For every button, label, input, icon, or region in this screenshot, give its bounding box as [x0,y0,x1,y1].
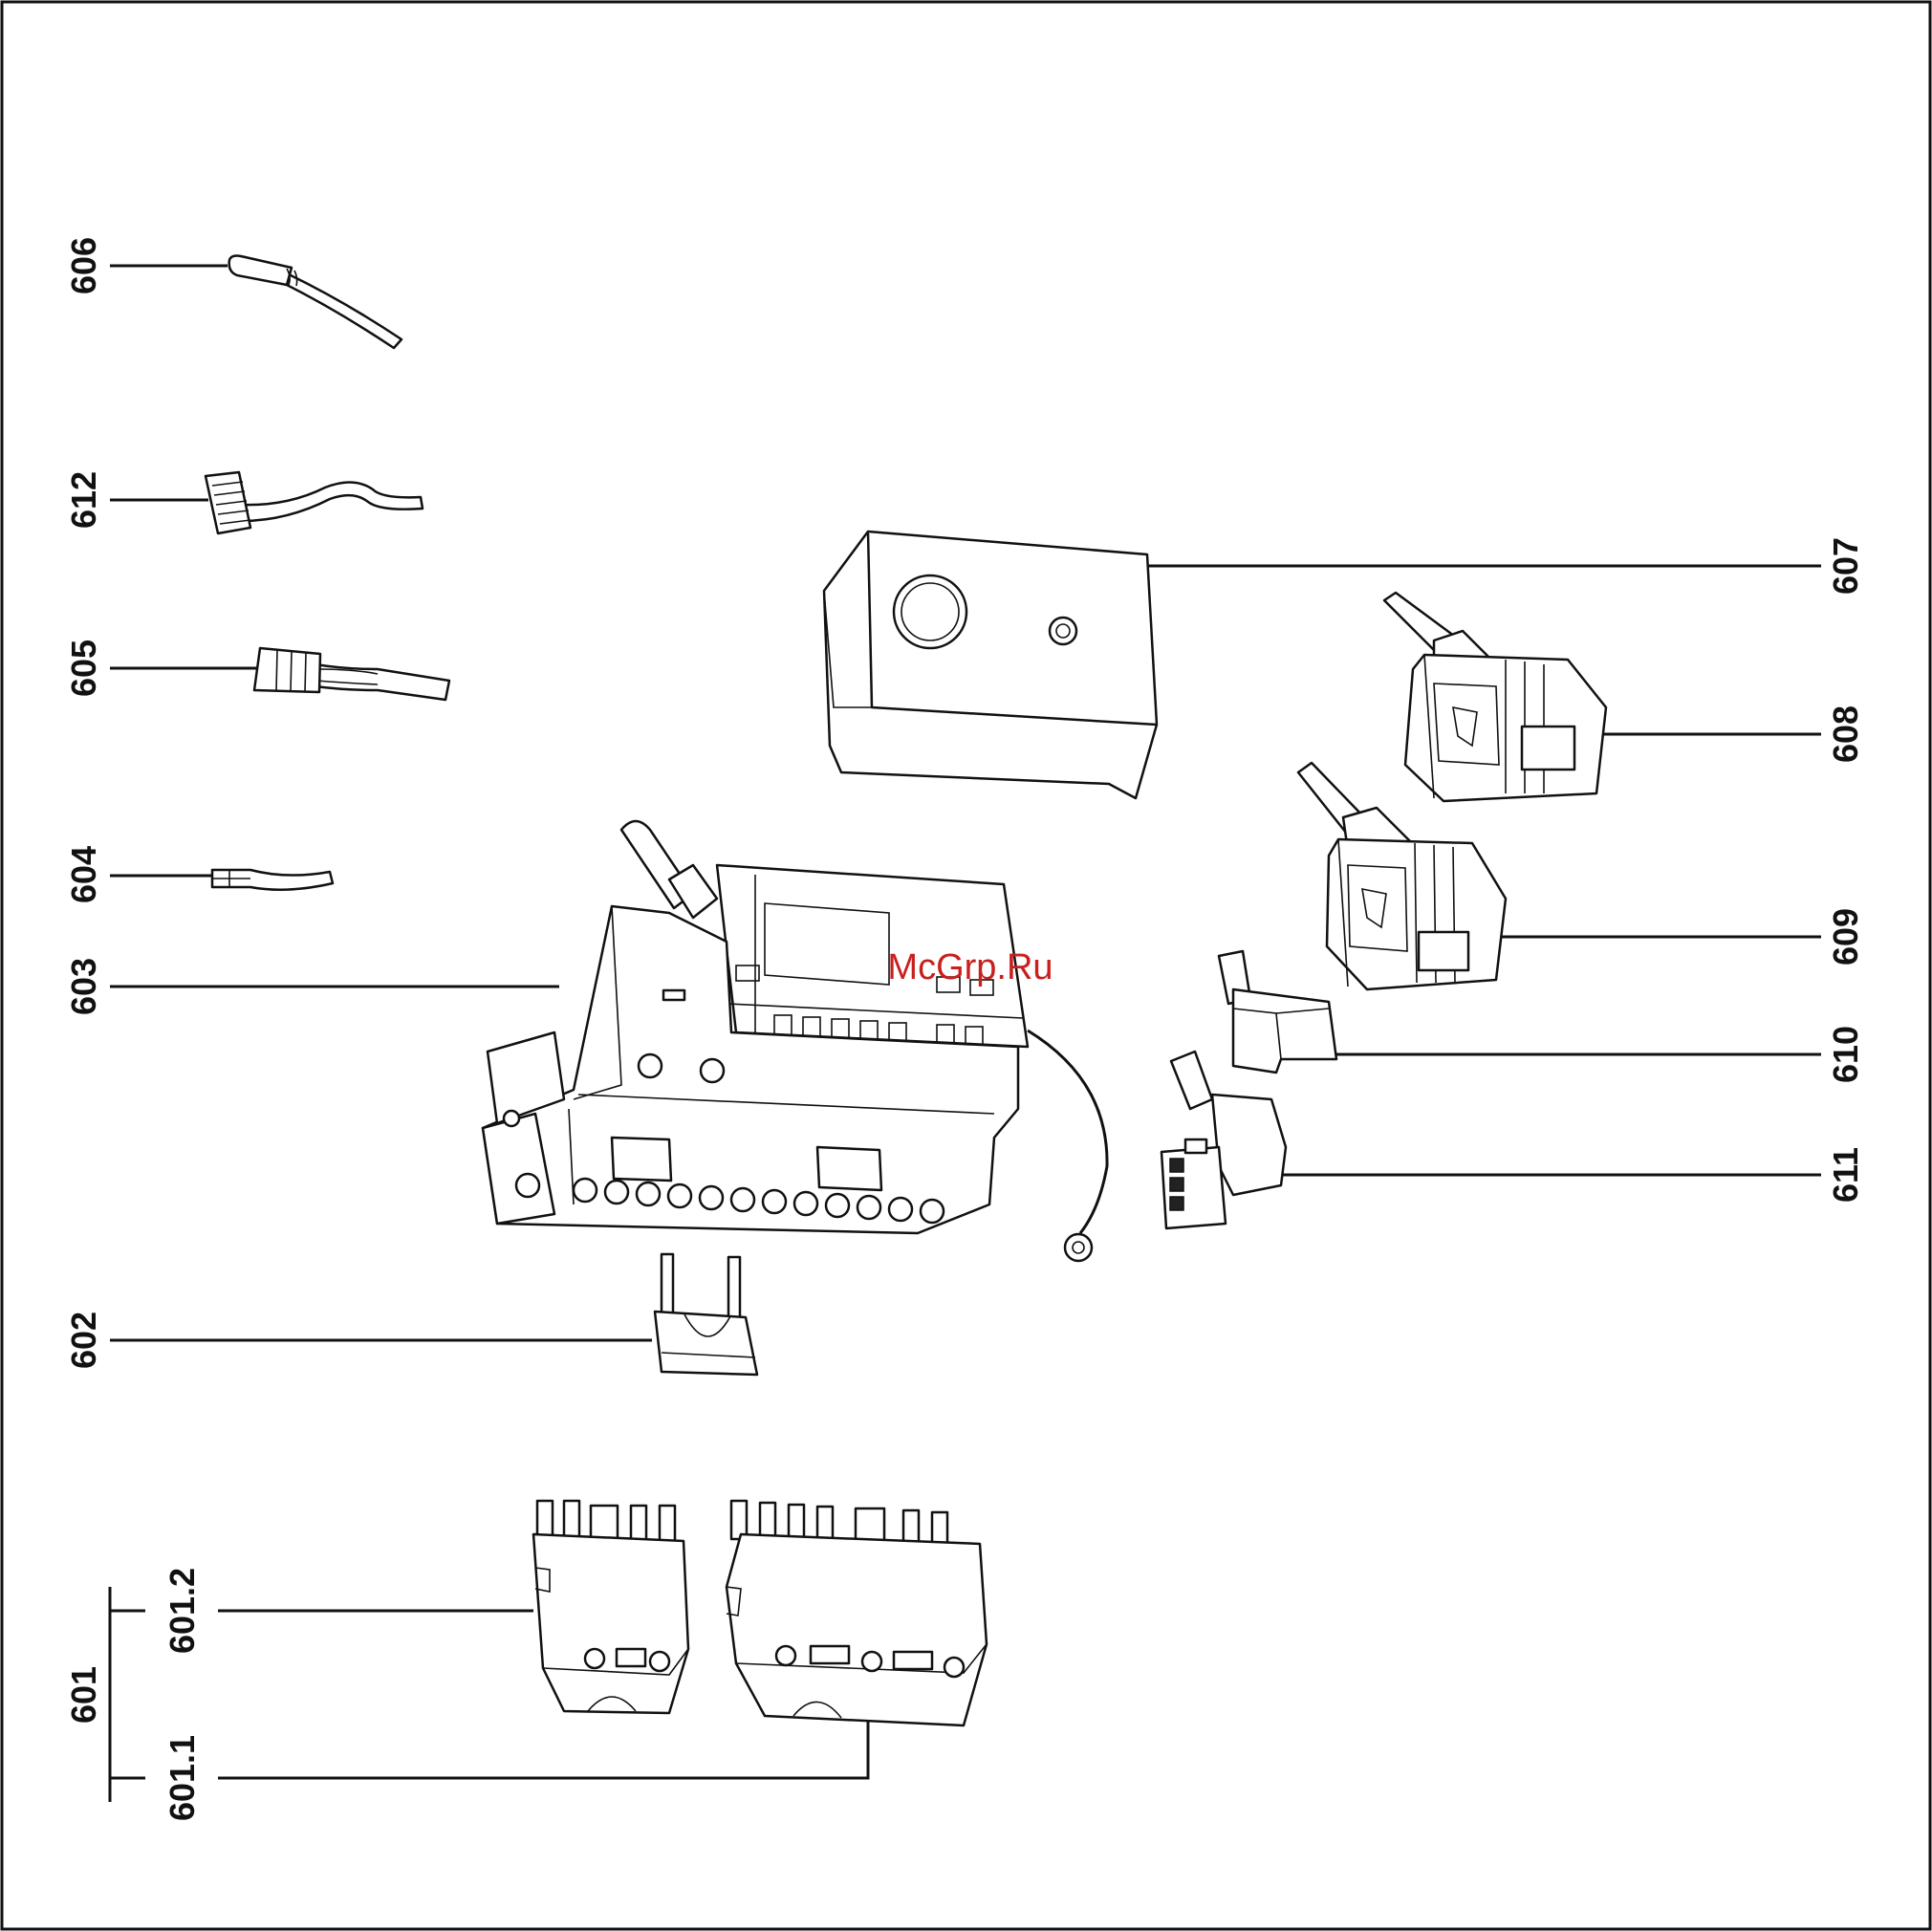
part-607-cover [824,532,1157,798]
part-602-bridge-jumper [655,1254,757,1375]
part-604-wire [212,870,333,890]
label-602: 602 [64,1312,103,1369]
label-601-1: 601.1 [163,1735,202,1821]
part-611-multipin-plug [1161,1052,1286,1228]
label-605: 605 [64,640,103,697]
part-601-2-plug-block [533,1501,688,1713]
label-604: 604 [64,846,103,903]
label-601-2: 601.2 [163,1568,202,1654]
label-609: 609 [1826,908,1865,966]
watermark: McGrp.Ru [887,947,1053,987]
label-601: 601 [64,1666,103,1724]
part-610-angle-plug [1219,951,1336,1073]
part-605-plug-wires [254,648,449,700]
label-608: 608 [1826,705,1865,763]
label-607: 607 [1826,537,1865,595]
label-612: 612 [64,471,103,529]
label-610: 610 [1826,1026,1865,1083]
label-603: 603 [64,958,103,1015]
label-611: 611 [1826,1147,1865,1203]
part-608-valve-plug [1384,593,1606,801]
label-606: 606 [64,237,103,294]
part-612-ribbon-connector [206,472,423,533]
part-603-control-unit [483,821,1107,1261]
part-606-cable-sleeve [229,256,402,349]
part-601-1-plug-block [727,1501,987,1725]
